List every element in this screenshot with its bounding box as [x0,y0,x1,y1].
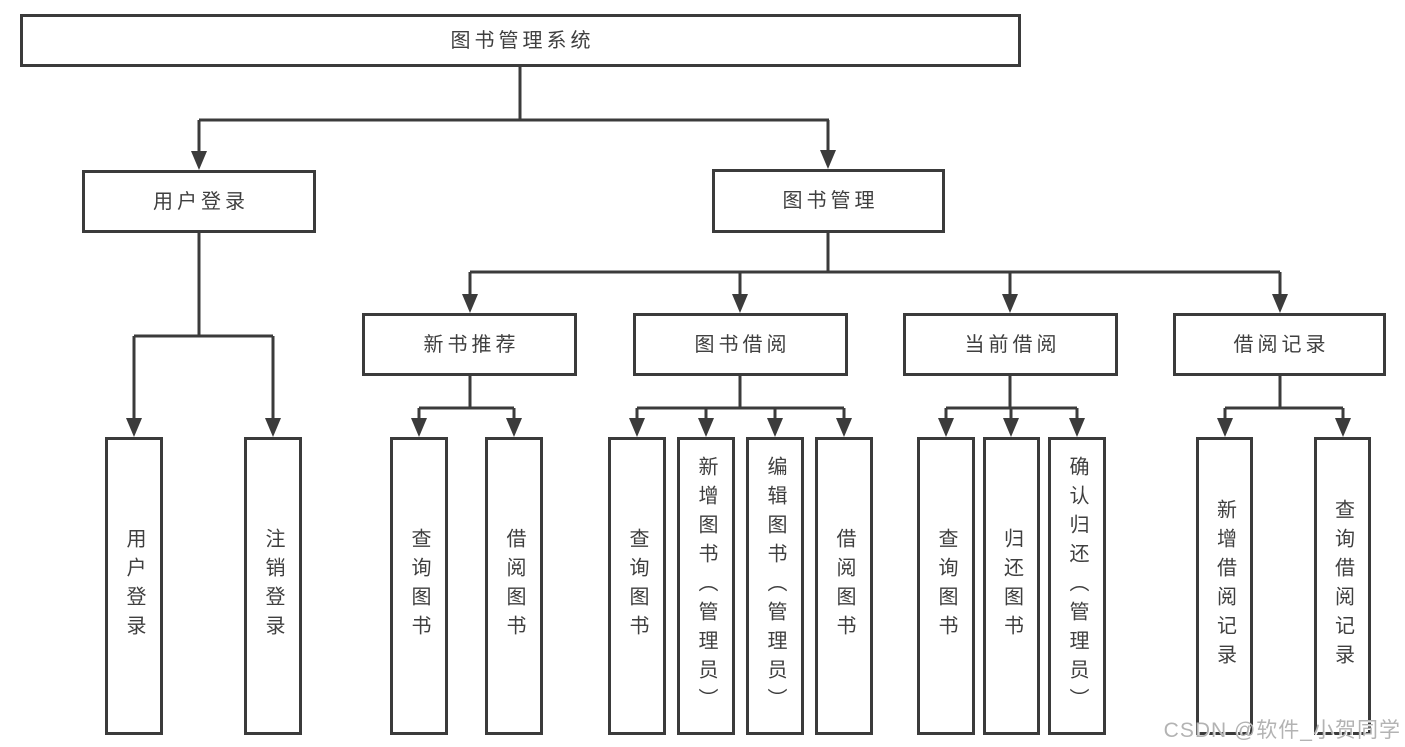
arrowhead [1069,418,1085,437]
leaf-borrow-books-recommend: 借阅图书 [485,437,543,735]
arrowhead [1335,418,1351,437]
arrowhead [698,418,714,437]
arrowhead [1272,294,1288,313]
leaf-confirm-return-admin: 确认归还（管理员） [1048,437,1106,735]
leaf-edit-book-admin: 编辑图书（管理员） [746,437,804,735]
leaf-logout: 注销登录 [244,437,302,735]
arrowhead [1002,294,1018,313]
arrowhead [411,418,427,437]
node-new-book-recommendation: 新书推荐 [362,313,577,376]
leaf-return-book: 归还图书 [983,437,1040,735]
arrowhead [836,418,852,437]
arrowhead [1003,418,1019,437]
leaf-query-borrow-record: 查询借阅记录 [1314,437,1371,735]
node-book-management: 图书管理 [712,169,945,233]
arrowhead [126,418,142,437]
node-user-login: 用户登录 [82,170,316,233]
arrowhead [767,418,783,437]
node-book-borrowing: 图书借阅 [633,313,848,376]
node-borrowing-records: 借阅记录 [1173,313,1386,376]
leaf-query-books-borrowing: 查询图书 [608,437,666,735]
arrowhead [191,151,207,170]
arrowhead [506,418,522,437]
arrowhead [938,418,954,437]
leaf-user-login: 用户登录 [105,437,163,735]
leaf-add-borrow-record: 新增借阅记录 [1196,437,1253,735]
arrowhead [629,418,645,437]
csdn-watermark: CSDN @软件_小贺同学 [1163,719,1401,742]
arrowhead [462,294,478,313]
leaf-add-book-admin: 新增图书（管理员） [677,437,735,735]
arrowhead [732,294,748,313]
leaf-query-books-current: 查询图书 [917,437,975,735]
arrowhead [265,418,281,437]
node-library-management-system: 图书管理系统 [20,14,1021,67]
leaf-borrow-books-borrowing: 借阅图书 [815,437,873,735]
arrowhead [1217,418,1233,437]
leaf-query-books-recommend: 查询图书 [390,437,448,735]
node-current-borrowing: 当前借阅 [903,313,1118,376]
arrowhead [820,150,836,169]
